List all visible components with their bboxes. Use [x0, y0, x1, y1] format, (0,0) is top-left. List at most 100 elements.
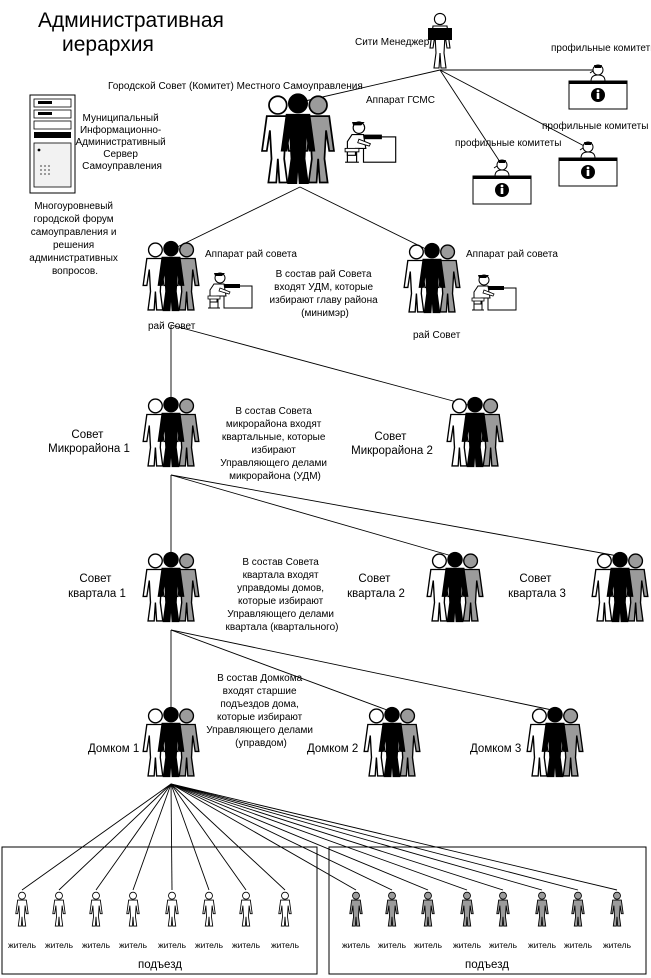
- micro-note: В состав Совета микрорайона входят кварт…: [220, 406, 329, 482]
- fan-line: [170, 783, 504, 891]
- person-icon: [127, 892, 139, 926]
- person-icon: [16, 892, 28, 926]
- apparat-rai-right-label: Аппарат рай совета: [466, 249, 558, 260]
- kv-2-label: Совет квартала 2: [347, 573, 405, 600]
- kv-note: В состав Совета квартала входят управдом…: [226, 557, 339, 633]
- person-icon: [240, 892, 252, 926]
- fan-line: [170, 783, 286, 891]
- domkom-2-group-icon: [364, 708, 420, 777]
- micro-1-group-icon: [143, 398, 199, 467]
- fan-line: [170, 783, 357, 891]
- resident-label: житель: [603, 940, 632, 950]
- person-icon: [203, 892, 215, 926]
- domkom-1-label: Домком 1: [88, 743, 139, 755]
- person-icon: [53, 892, 65, 926]
- rai-apparat-right-worker-icon: [471, 274, 517, 311]
- committees-label-2: профильные комитеты: [455, 137, 561, 149]
- domkom-3-label: Домком 3: [470, 743, 521, 755]
- rai-apparat-left-worker-icon: [207, 272, 253, 309]
- committee-kiosk-icon: [568, 64, 628, 110]
- fan-line: [95, 783, 172, 891]
- city-manager-label: Сити Менеджер: [355, 37, 430, 48]
- server-tower-icon: [29, 94, 76, 194]
- entrance-box-left: [1, 846, 318, 975]
- resident-label: житель: [342, 940, 371, 950]
- person-icon: [279, 892, 291, 926]
- resident-label: житель: [195, 940, 224, 950]
- resident-label: житель: [271, 940, 300, 950]
- domkom-1-group-icon: [143, 708, 199, 777]
- person-icon: [536, 892, 548, 926]
- person-icon: [90, 892, 102, 926]
- person-icon: [497, 892, 509, 926]
- connector-lines: [21, 69, 619, 891]
- resident-label: житель: [378, 940, 407, 950]
- person-icon: [572, 892, 584, 926]
- entrance-box-right: [328, 846, 647, 975]
- resident-label: житель: [8, 940, 37, 950]
- fan-line: [58, 783, 172, 891]
- fan-line: [170, 783, 173, 891]
- fan-line: [170, 783, 468, 891]
- resident-label: житель: [158, 940, 187, 950]
- person-icon: [611, 892, 623, 926]
- entrance-right-label: подъезд: [465, 959, 509, 971]
- rai-sovet-right-group-icon: [404, 244, 460, 313]
- resident-label: житель: [232, 940, 261, 950]
- city-manager-icon: [428, 12, 452, 69]
- resident-label: житель: [82, 940, 111, 950]
- kv-3-label: Совет квартала 3: [508, 573, 566, 600]
- person-icon: [350, 892, 362, 926]
- fan-line: [170, 783, 543, 891]
- micro-2-group-icon: [447, 398, 503, 467]
- kv-1-label: Совет квартала 1: [68, 573, 126, 600]
- domkom-note: В состав Домкома входят старшие подъездо…: [206, 673, 315, 749]
- micro-1-label: Совет Микрорайона 1: [48, 429, 130, 455]
- server-label: Муниципальный Информационно- Администрат…: [75, 113, 168, 172]
- fan-line: [21, 783, 172, 891]
- gsms-worker-icon: [344, 121, 397, 163]
- rai-sovet-left-group-icon: [143, 242, 199, 311]
- forum-label: Многоуровневый городской форум самоуправ…: [29, 201, 120, 277]
- rai-note: В состав рай Совета входят УДМ, которые …: [270, 269, 381, 319]
- fan-line: [170, 783, 618, 891]
- kv-3-group-icon: [592, 553, 648, 622]
- resident-label: житель: [45, 940, 74, 950]
- rai-sovet-left-label: рай Совет: [148, 321, 196, 332]
- resident-label: житель: [119, 940, 148, 950]
- fan-line: [170, 783, 393, 891]
- apparat-rai-left-label: Аппарат рай совета: [205, 249, 297, 260]
- city-council-group-icon: [262, 94, 334, 183]
- committee-kiosk-icon: [472, 159, 532, 205]
- person-icon: [166, 892, 178, 926]
- fan-line: [170, 783, 247, 891]
- domkom-3-group-icon: [527, 708, 583, 777]
- domkom-2-label: Домком 2: [307, 743, 358, 755]
- person-icon: [386, 892, 398, 926]
- diagram-title-line-1: Административная: [38, 9, 224, 32]
- person-icon: [422, 892, 434, 926]
- resident-label: житель: [453, 940, 482, 950]
- fan-line: [170, 783, 210, 891]
- kv-2-group-icon: [427, 553, 483, 622]
- resident-label: житель: [528, 940, 557, 950]
- rai-sovet-right-label: рай Совет: [413, 330, 461, 341]
- residents-row: житель житель житель житель житель житель жите…: [8, 892, 632, 950]
- committees-label-3: профильные комитеты: [542, 120, 648, 132]
- kv-1-group-icon: [143, 553, 199, 622]
- fan-line: [170, 783, 579, 891]
- committee-kiosk-icon: [558, 141, 618, 187]
- resident-label: житель: [414, 940, 443, 950]
- apparat-gsms-label: Аппарат ГСМС: [366, 95, 435, 106]
- city-council-label: Городской Совет (Комитет) Местного Самоу…: [108, 81, 363, 92]
- person-icon: [461, 892, 473, 926]
- committees-label-1: профильные комитеты: [551, 42, 651, 54]
- resident-label: житель: [489, 940, 518, 950]
- diagram-title-line-2: иерархия: [62, 33, 154, 56]
- fan-line: [132, 783, 172, 891]
- entrance-left-label: подъезд: [138, 959, 182, 971]
- fan-line: [170, 783, 429, 891]
- micro-2-label: Совет Микрорайона 2: [351, 431, 433, 457]
- resident-label: житель: [564, 940, 593, 950]
